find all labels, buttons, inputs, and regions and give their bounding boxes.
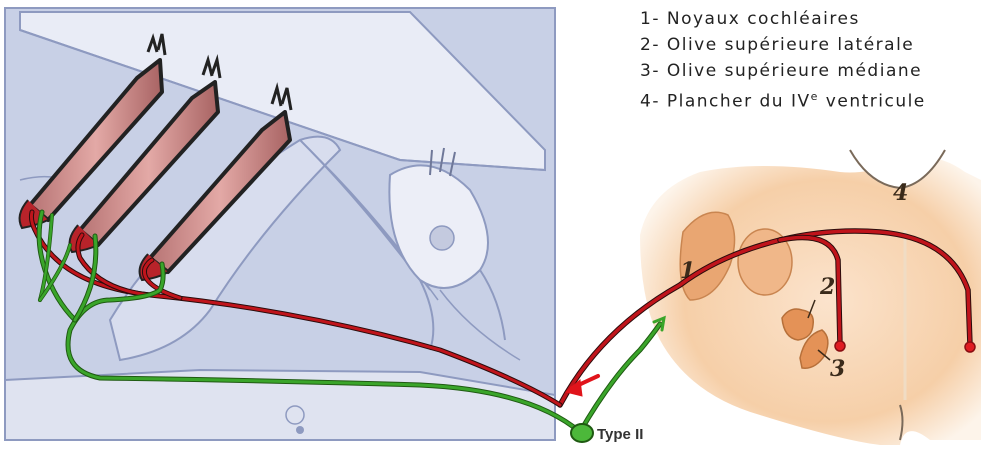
legend-item-cochlear-nuclei: 1- Noyaux cochléaires	[640, 6, 975, 32]
label-4: 4	[893, 180, 908, 206]
legend-item-medial-superior-olive: 3- Olive supérieure médiane	[640, 58, 975, 84]
brainstem-tissue	[640, 157, 981, 445]
legend-item-4-suffix: ventricule	[819, 92, 926, 112]
type-ii-ganglion-cell	[571, 424, 593, 442]
legend-item-fourth-ventricle: 4- Plancher du IVe ventricule	[640, 84, 975, 115]
label-2: 2	[819, 274, 835, 300]
efferent-cell-body-ipsi	[835, 341, 845, 351]
legend-item-4-text: 4- Plancher du IV	[640, 92, 811, 112]
efferent-cell-body-contra	[965, 342, 975, 352]
legend-item-4-superscript: e	[811, 90, 819, 103]
brainstem-section: 1 2 3 4	[640, 150, 981, 445]
legend-item-lateral-superior-olive: 2- Olive supérieure latérale	[640, 32, 975, 58]
label-3: 3	[830, 356, 845, 382]
legend: 1- Noyaux cochléaires 2- Olive supérieur…	[640, 6, 975, 115]
type-ii-label: Type II	[597, 426, 643, 443]
